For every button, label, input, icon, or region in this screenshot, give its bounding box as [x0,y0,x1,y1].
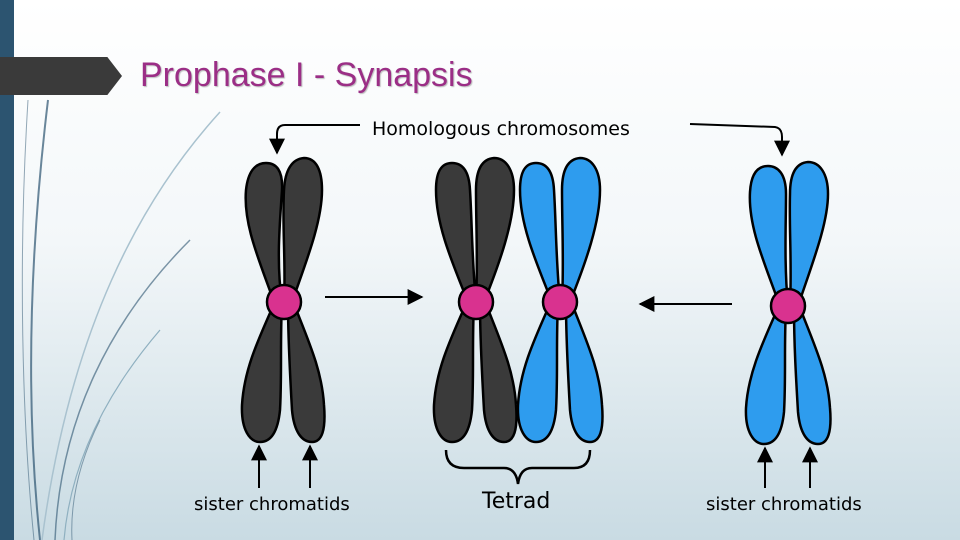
homologous-arrow-right [689,123,790,157]
side-accent-bar [0,0,14,540]
slide-title: Prophase I - Synapsis [140,56,473,94]
label-tetrad: Tetrad [482,489,551,514]
centromere-tetrad-blue [541,283,579,321]
homologous-arrow-left [269,124,360,155]
chromosome-left-dark [240,156,326,444]
tetrad-brace [444,449,592,485]
title-tab [0,57,122,95]
label-homologous-chromosomes: Homologous chromosomes [372,118,630,140]
label-sister-chromatids-left: sister chromatids [194,494,350,515]
centromere-right [769,287,807,325]
chromosome-right-blue [744,160,832,446]
chromosome-tetrad-blue [516,156,604,444]
chromosome-tetrad-dark [432,156,518,444]
centromere-tetrad-dark [457,283,495,321]
centromere-left [265,283,303,321]
label-sister-chromatids-right: sister chromatids [706,494,862,515]
